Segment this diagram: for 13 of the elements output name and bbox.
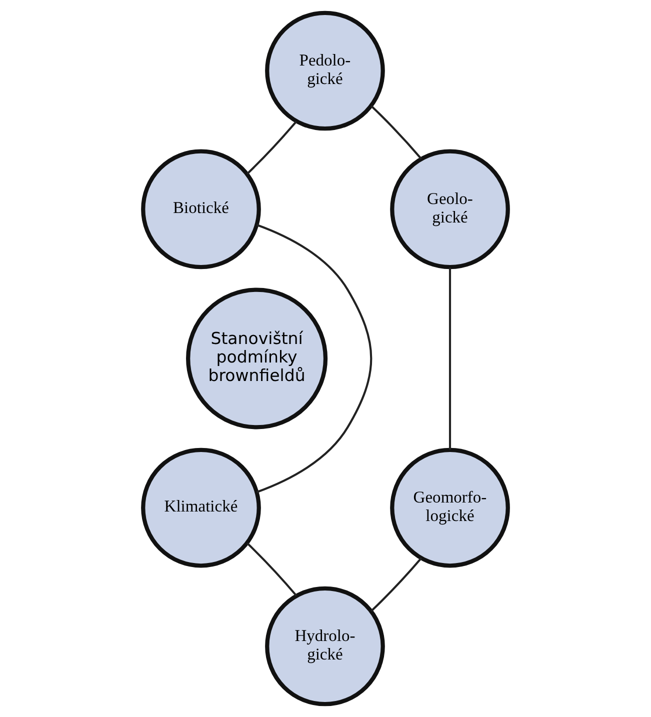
connector <box>256 224 372 494</box>
connector <box>370 105 422 160</box>
node-circle: Klimatické <box>141 448 261 568</box>
node-circle: Hydrolo- gické <box>265 586 385 706</box>
node-circle: Pedolo- gické <box>265 10 385 131</box>
connector <box>246 542 298 596</box>
node-circle: Stanovištní podmínky brownfieldů <box>186 288 328 430</box>
node-circle: Geomorfo- logické <box>390 448 510 568</box>
connector <box>246 120 298 174</box>
connector <box>370 557 422 612</box>
node-circle: Biotické <box>141 149 261 270</box>
node-circle: Geolo- gické <box>390 149 510 270</box>
connector <box>448 267 452 450</box>
